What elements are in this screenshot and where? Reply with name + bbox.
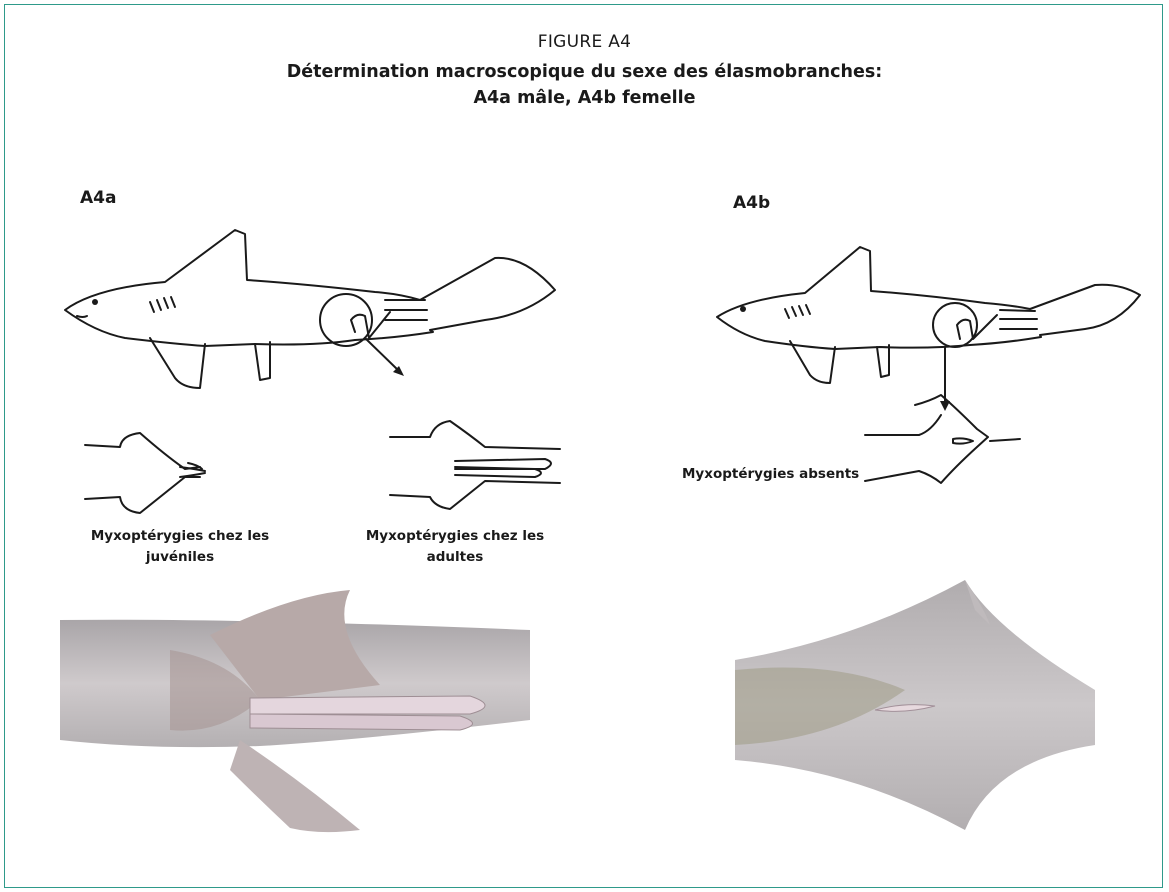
male-shark-drawing xyxy=(55,220,575,420)
panel-label-male: A4a xyxy=(80,188,116,208)
arrow-head-icon xyxy=(940,401,950,411)
adult-clasper-sketch xyxy=(385,415,570,515)
female-ventral-photo xyxy=(735,570,1095,835)
figure-title-line1: Détermination macroscopique du sexe des … xyxy=(0,62,1169,82)
juvenile-clasper-sketch xyxy=(80,425,250,520)
figure-title-line2: A4a mâle, A4b femelle xyxy=(0,88,1169,108)
adult-clasper-note: Myxoptérygies chez les adultes xyxy=(345,526,565,568)
female-shark-drawing xyxy=(705,225,1145,535)
panel-label-female: A4b xyxy=(733,193,770,213)
male-ventral-photo xyxy=(60,590,530,840)
eye-icon xyxy=(92,299,98,305)
juvenile-clasper-note: Myxoptérygies chez les juvéniles xyxy=(70,526,290,568)
eye-icon xyxy=(740,306,746,312)
figure-number: FIGURE A4 xyxy=(0,32,1169,52)
female-clasper-note: Myxoptérygies absents xyxy=(682,464,892,485)
